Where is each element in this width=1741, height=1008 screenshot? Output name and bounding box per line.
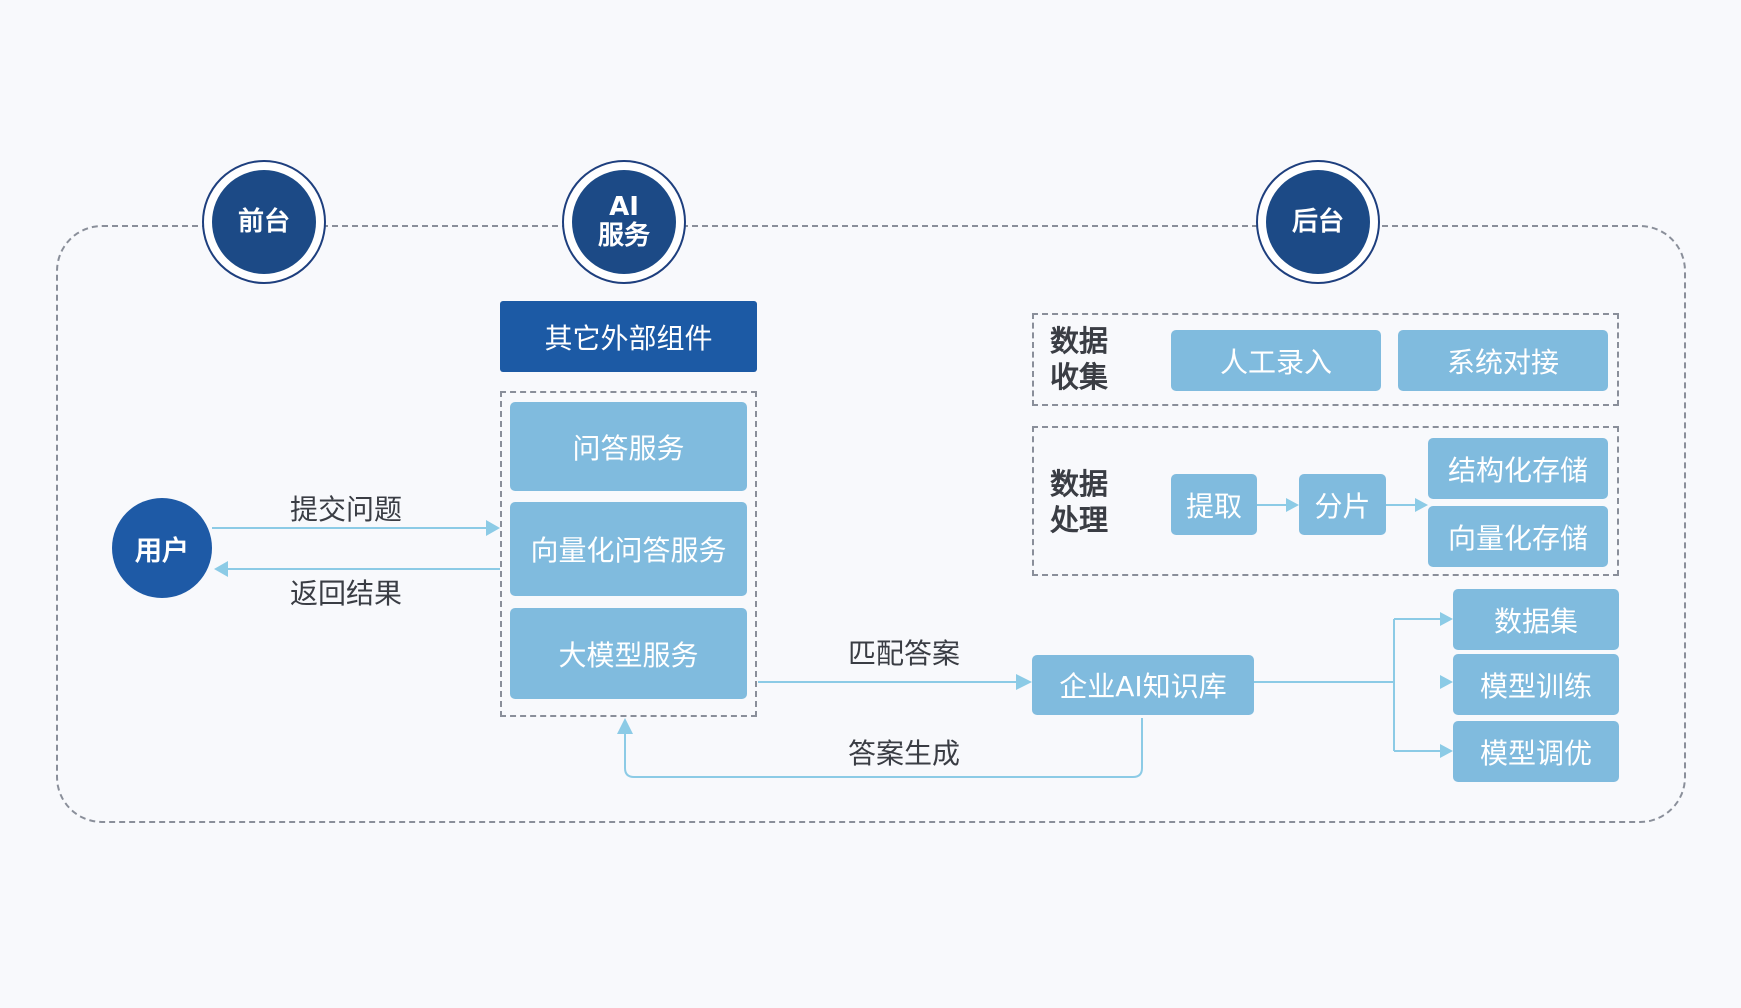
match-answer-label: 匹配答案 <box>848 637 961 670</box>
submit-question-label: 提交问题 <box>290 493 403 526</box>
user-node: 用户 <box>112 498 212 598</box>
extract-split-arrowhead <box>1286 498 1299 512</box>
data-collection-group <box>1032 313 1619 406</box>
output-2-arrowhead <box>1440 675 1453 689</box>
data-collection-title: 数据 收集 <box>1050 324 1109 394</box>
model-tuning-box: 模型调优 <box>1453 721 1619 782</box>
extract-box: 提取 <box>1171 474 1257 535</box>
data-processing-title: 数据 处理 <box>1050 467 1109 537</box>
return-result-label: 返回结果 <box>290 577 403 610</box>
front-tier-label: 前台 <box>212 170 316 274</box>
data-processing-group <box>1032 426 1619 576</box>
split-storage-arrowhead <box>1415 498 1428 512</box>
external-components-box: 其它外部组件 <box>500 301 757 372</box>
output-3-arrowhead <box>1440 744 1453 758</box>
back-tier-badge: 后台 <box>1256 160 1380 284</box>
output-1-arrowhead <box>1440 612 1453 626</box>
split-box: 分片 <box>1299 474 1386 535</box>
answer-arrowhead <box>617 718 633 734</box>
outputs-bracket <box>1393 618 1440 752</box>
enterprise-knowledge-base-box: 企业AI知识库 <box>1032 655 1254 715</box>
model-training-box: 模型训练 <box>1453 654 1619 715</box>
vector-qa-service-box: 向量化问答服务 <box>510 502 747 596</box>
manual-entry-box: 人工录入 <box>1171 330 1381 391</box>
system-integration-box: 系统对接 <box>1398 330 1608 391</box>
ai-tier-badge: AI 服务 <box>562 160 686 284</box>
submit-arrowhead <box>486 520 500 536</box>
structured-storage-box: 结构化存储 <box>1428 438 1608 499</box>
front-tier-badge: 前台 <box>202 160 326 284</box>
system-boundary <box>56 225 1686 823</box>
qa-service-box: 问答服务 <box>510 402 747 491</box>
vector-storage-box: 向量化存储 <box>1428 506 1608 567</box>
ai-tier-label: AI 服务 <box>572 170 676 274</box>
ai-services-group <box>500 391 757 717</box>
match-arrowhead <box>1016 674 1032 690</box>
return-arrowhead <box>214 561 228 577</box>
answer-generation-label: 答案生成 <box>848 737 961 770</box>
answer-arrow-line <box>624 718 1143 778</box>
back-tier-label: 后台 <box>1266 170 1370 274</box>
dataset-box: 数据集 <box>1453 589 1619 650</box>
llm-service-box: 大模型服务 <box>510 608 747 699</box>
